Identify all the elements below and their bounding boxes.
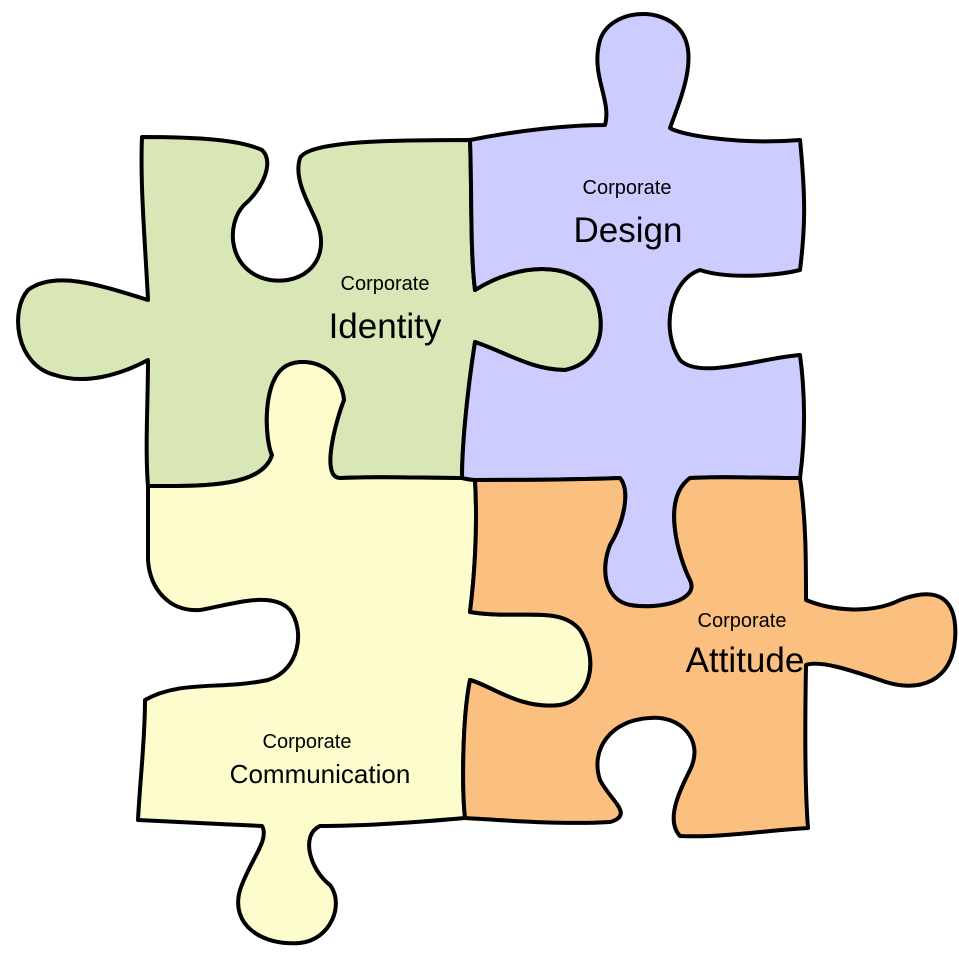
- communication-piece: [136, 360, 593, 946]
- identity-label-big: Identity: [329, 307, 442, 346]
- identity-label-small: Corporate: [341, 273, 430, 295]
- attitude-label-big: Attitude: [686, 641, 805, 680]
- attitude-piece: [461, 475, 958, 839]
- design-label-big: Design: [574, 211, 683, 250]
- design-label-small: Corporate: [583, 177, 672, 199]
- communication-label-big: Communication: [230, 759, 411, 789]
- communication-label-small: Corporate: [263, 731, 352, 753]
- attitude-label-small: Corporate: [698, 610, 787, 632]
